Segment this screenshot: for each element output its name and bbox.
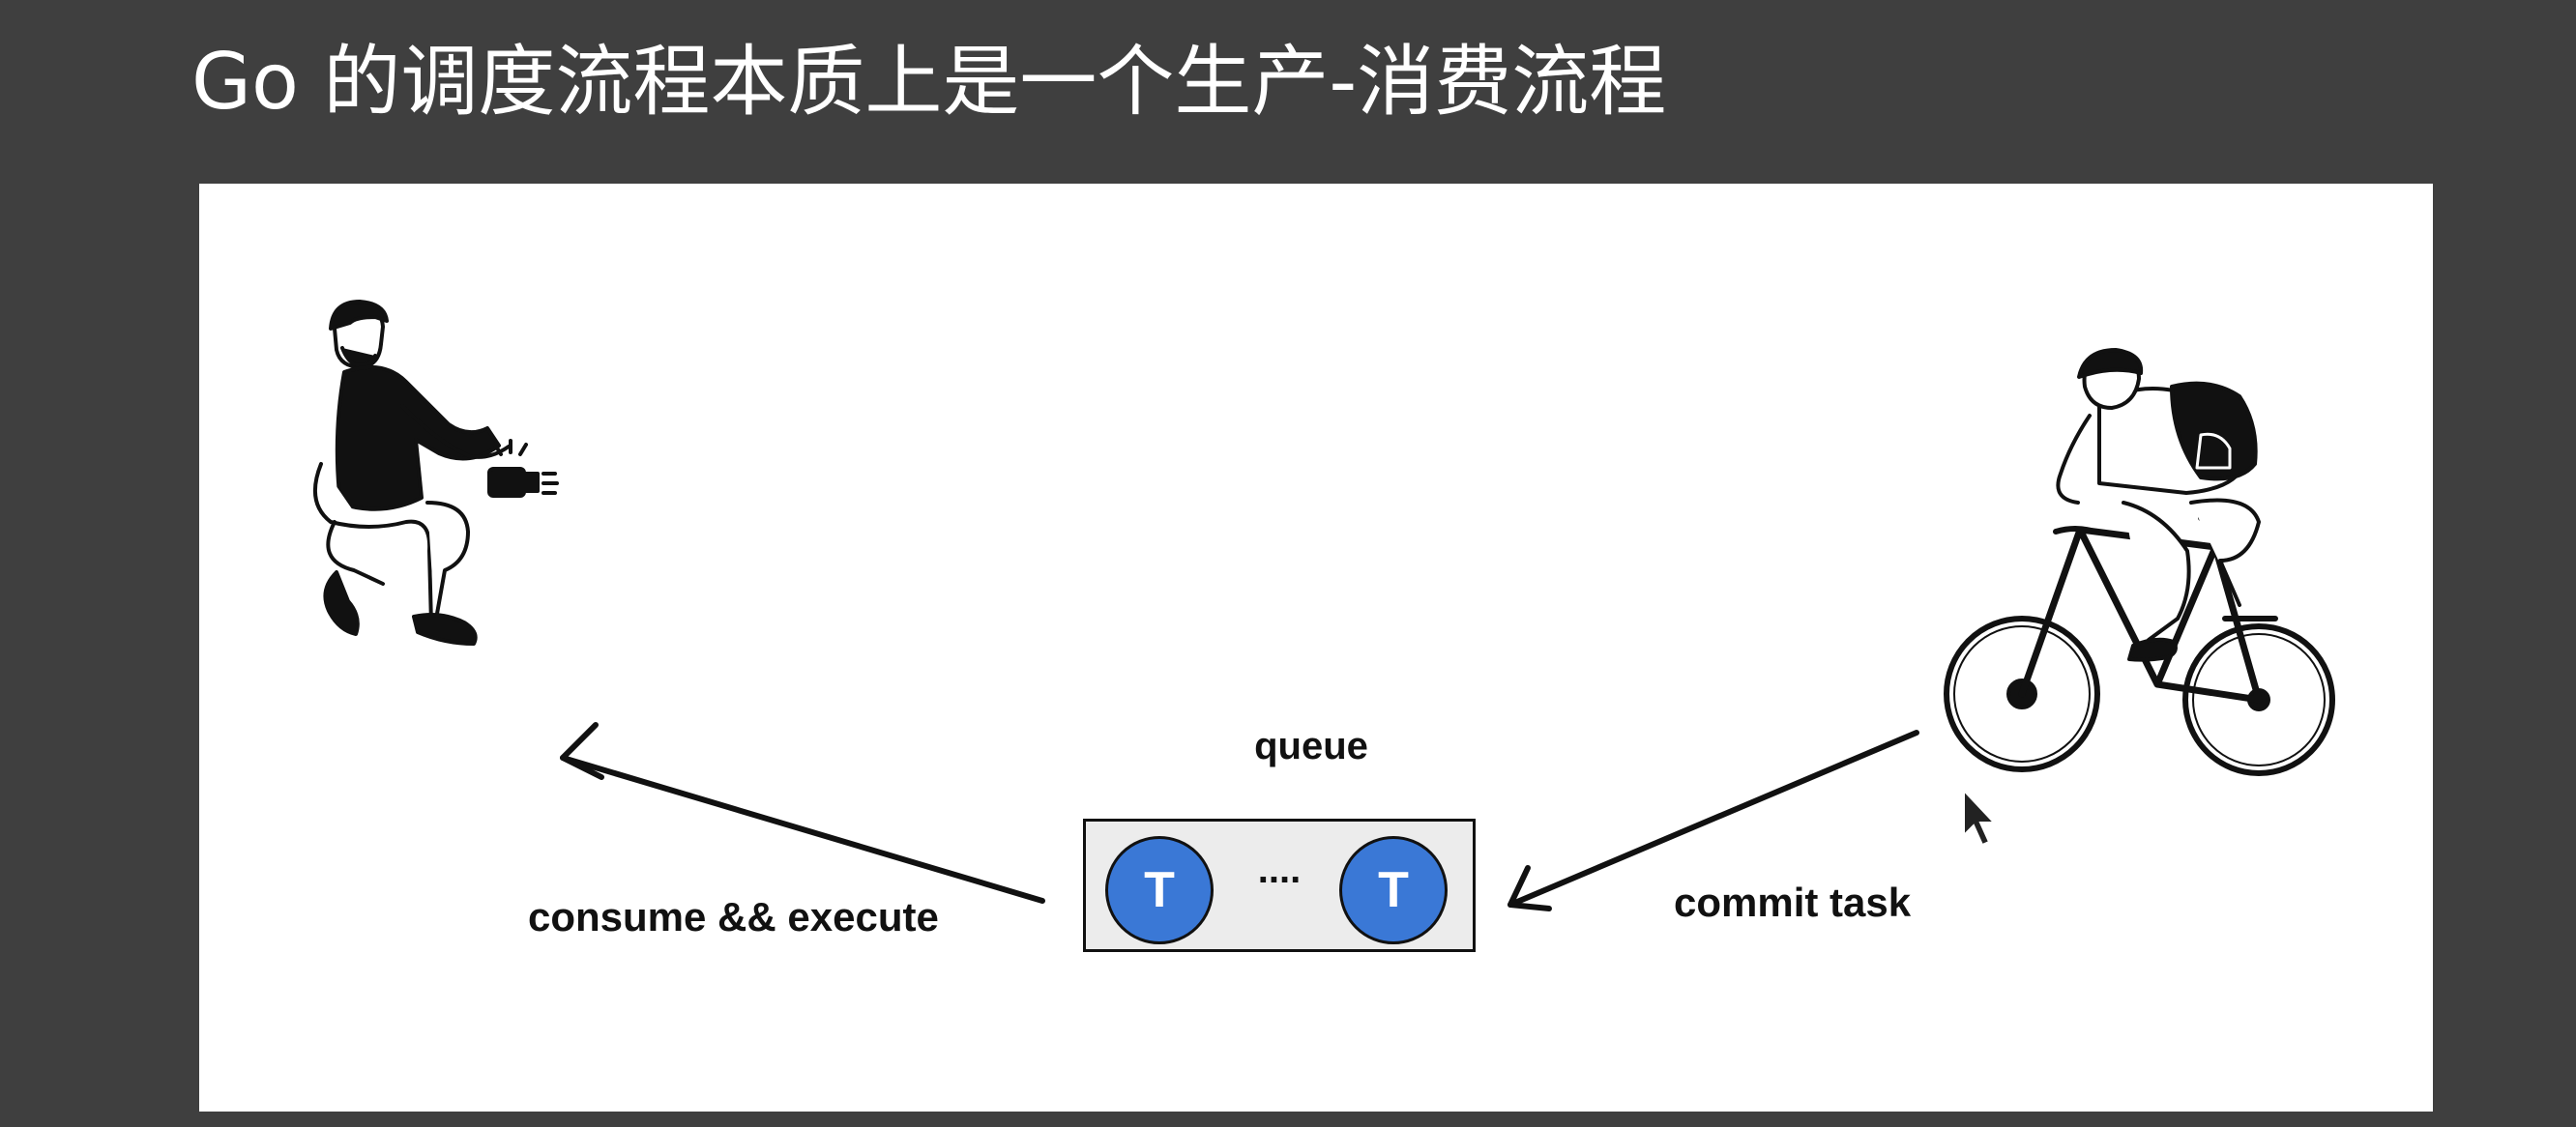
queue-box: T .... T	[1083, 819, 1476, 952]
commit-edge-label: commit task	[1674, 880, 1912, 925]
commit-arrow	[1508, 730, 1919, 911]
queue-task-token: T	[1339, 836, 1448, 944]
diagram-drawing	[313, 300, 2335, 911]
queue-task-token: T	[1105, 836, 1214, 944]
cyclist-icon	[1944, 348, 2335, 776]
consume-edge-label: consume && execute	[528, 894, 939, 939]
mouse-pointer-icon	[1963, 788, 1997, 847]
queue-label: queue	[1254, 725, 1368, 767]
diagram-canvas: queue T .... T consume && execute commit…	[199, 184, 2433, 1112]
consume-arrow	[560, 722, 1045, 904]
photographer-icon	[313, 300, 559, 646]
slide-title: Go 的调度流程本质上是一个生产-消费流程	[191, 37, 1667, 127]
queue-ellipsis: ....	[1257, 849, 1302, 891]
